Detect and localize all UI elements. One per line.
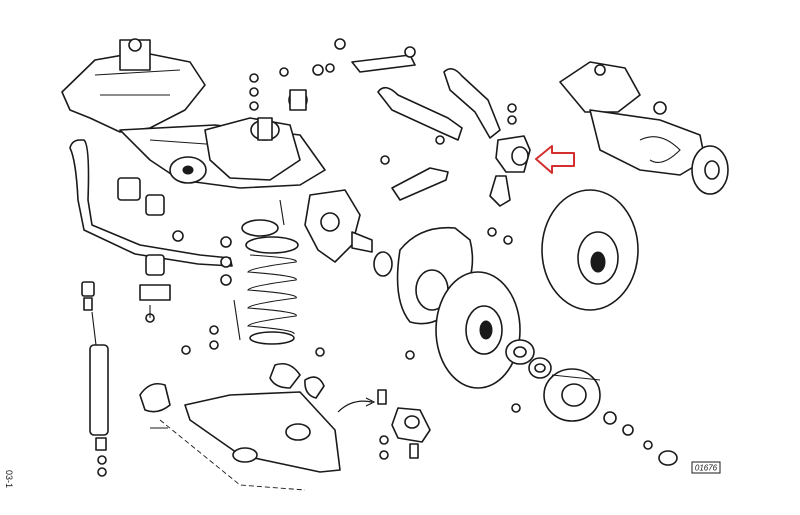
ball-joint-bushing xyxy=(489,103,531,207)
anti-roll-bar xyxy=(69,139,233,323)
spring-mount-tower xyxy=(204,89,308,181)
wheel-bearings xyxy=(505,339,552,379)
lower-control-arm xyxy=(139,362,341,491)
wheel-hub xyxy=(543,368,678,466)
coil-spring xyxy=(241,219,299,345)
brake-disc-front xyxy=(435,271,521,389)
fasteners xyxy=(150,63,521,460)
reference-code-text: 01676 xyxy=(695,464,718,473)
shock-absorber xyxy=(81,281,109,477)
brake-disc-rear-view xyxy=(541,189,639,311)
reference-code-label: 01676 xyxy=(691,461,721,474)
upper-link-arms xyxy=(334,38,501,201)
page-marker-text: 03-1 xyxy=(4,470,14,488)
assembled-suspension-view xyxy=(559,61,729,195)
steering-knuckle xyxy=(304,189,393,277)
outline-arrow-left-icon xyxy=(535,145,575,174)
page-marker: 03-1 xyxy=(4,470,14,488)
tie-rod-end xyxy=(337,389,431,459)
